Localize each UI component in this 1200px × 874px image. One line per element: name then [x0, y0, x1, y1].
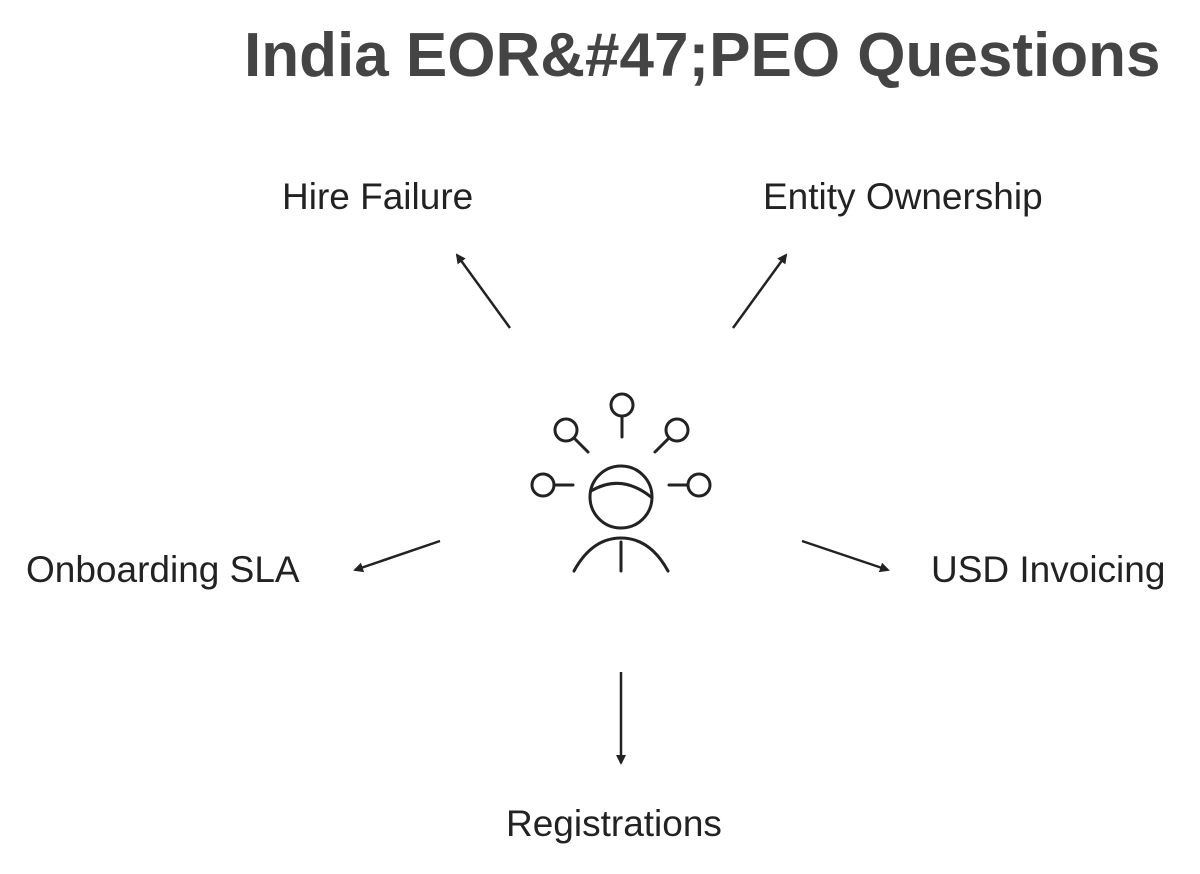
node-registrations: Registrations — [506, 803, 722, 844]
arrow-to-entity-ownership — [731, 253, 788, 329]
node-onboarding-sla: Onboarding SLA — [26, 549, 300, 590]
arrow-to-onboarding-sla — [353, 539, 441, 573]
person-with-questions-icon — [530, 392, 712, 573]
diagram-title: India EOR&#47;PEO Questions — [244, 21, 1161, 90]
node-entity-ownership: Entity Ownership — [763, 176, 1043, 217]
node-hire-failure: Hire Failure — [282, 176, 474, 217]
arrow-to-usd-invoicing — [801, 539, 890, 573]
node-usd-invoicing: USD Invoicing — [931, 549, 1166, 590]
arrow-to-hire-failure — [455, 253, 512, 329]
